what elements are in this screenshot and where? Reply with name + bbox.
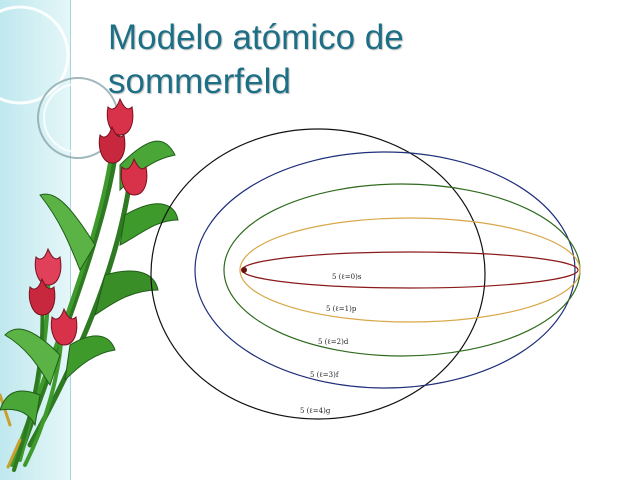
orbit-label-f: 5 (ℓ=3)f [310, 371, 340, 379]
title-line-2: sommerfeld [108, 62, 291, 101]
orbit-label-g: 5 (ℓ=4)g [300, 407, 331, 415]
orbit-f [194, 151, 576, 389]
orbit-label-s: 5 (ℓ=0)s [332, 273, 362, 281]
slide-title: Modelo atómico de sommerfeld [108, 16, 608, 104]
tulip-bouquet-image [0, 97, 179, 472]
orbit-p [239, 217, 581, 323]
nucleus-dot-icon [241, 267, 247, 273]
orbit-d [223, 183, 581, 357]
orbit-label-d: 5 (ℓ=2)d [318, 338, 349, 346]
title-line-1: Modelo atómico de [108, 18, 404, 57]
tulip-flowers [28, 97, 148, 346]
orbit-s [241, 251, 579, 289]
orbit-g [150, 128, 486, 420]
orbit-label-p: 5 (ℓ=1)p [326, 305, 357, 313]
